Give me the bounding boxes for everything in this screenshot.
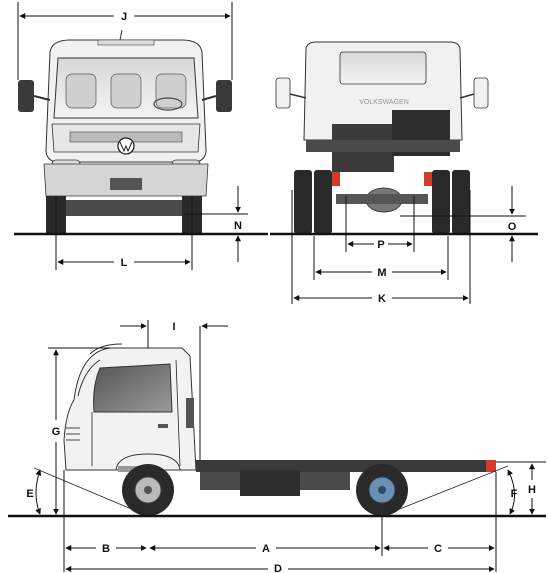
dim-label-f: F bbox=[511, 488, 518, 500]
dim-label-o: O bbox=[508, 221, 517, 233]
rear-tire-left-inner bbox=[314, 170, 332, 234]
dim-label-k: K bbox=[378, 293, 386, 305]
side-mirror bbox=[186, 398, 194, 428]
rear-tire-right-outer bbox=[452, 170, 470, 234]
dim-label-e: E bbox=[26, 488, 33, 500]
rear-tire-right-inner bbox=[432, 170, 450, 234]
departure-angle-arc bbox=[507, 469, 516, 515]
rear-axle bbox=[336, 194, 428, 204]
dim-label-j: J bbox=[121, 11, 127, 23]
mirror-arm-left bbox=[33, 95, 51, 101]
front-axle bbox=[66, 200, 182, 216]
rear-window bbox=[339, 51, 427, 85]
mirror-left bbox=[18, 80, 34, 112]
chassis-frame bbox=[196, 460, 494, 472]
dim-label-l: L bbox=[121, 257, 128, 269]
side-window bbox=[93, 363, 173, 413]
rear-mirror-left bbox=[275, 77, 291, 109]
front-wheel-arch bbox=[115, 453, 181, 471]
rear-frame bbox=[306, 140, 460, 152]
approach-angle-arc bbox=[35, 469, 42, 515]
steering-wheel bbox=[153, 97, 183, 111]
dim-label-g: G bbox=[52, 426, 61, 438]
departure-angle-line bbox=[381, 465, 509, 517]
dim-label-b: B bbox=[102, 543, 110, 555]
door-handle bbox=[158, 424, 168, 428]
rear-light-side bbox=[486, 460, 496, 472]
tail-light-right bbox=[424, 172, 434, 186]
approach-angle-line bbox=[33, 467, 149, 517]
rear-view: VOLKSWAGEN O P bbox=[270, 41, 538, 305]
front-grille-side bbox=[66, 427, 80, 441]
door-outline bbox=[91, 359, 181, 467]
front-wheel-center bbox=[144, 486, 152, 494]
dim-label-a: A bbox=[262, 543, 270, 555]
antenna bbox=[119, 29, 123, 41]
dim-label-i: I bbox=[172, 321, 175, 333]
vw-logo-mark bbox=[119, 141, 133, 153]
cab-seats bbox=[65, 73, 187, 109]
side-view: I bbox=[8, 320, 546, 573]
license-plate-area bbox=[110, 178, 142, 190]
dim-label-m: M bbox=[377, 267, 386, 279]
dim-label-c: C bbox=[434, 543, 442, 555]
roof-marker-bar bbox=[97, 39, 155, 46]
dim-label-n: N bbox=[234, 220, 242, 232]
cab-roof-edge bbox=[89, 343, 123, 355]
dim-label-p: P bbox=[377, 239, 384, 251]
mirror-arm-right bbox=[201, 95, 217, 101]
rear-tire-left-outer bbox=[294, 170, 312, 234]
dim-label-h: H bbox=[528, 484, 536, 496]
mirror-right bbox=[216, 80, 232, 112]
tail-light-left bbox=[330, 172, 340, 186]
front-view: J bbox=[14, 2, 268, 270]
rear-mirror-arm-left bbox=[289, 93, 307, 99]
fuel-tank-side bbox=[240, 470, 300, 496]
rear-wheel-center bbox=[378, 486, 386, 494]
dim-label-d: D bbox=[274, 563, 282, 573]
rear-mirror-arm-right bbox=[459, 93, 475, 99]
rear-badge: VOLKSWAGEN bbox=[359, 99, 409, 106]
windshield-edge bbox=[77, 359, 101, 397]
rear-mirror-right bbox=[473, 77, 489, 109]
